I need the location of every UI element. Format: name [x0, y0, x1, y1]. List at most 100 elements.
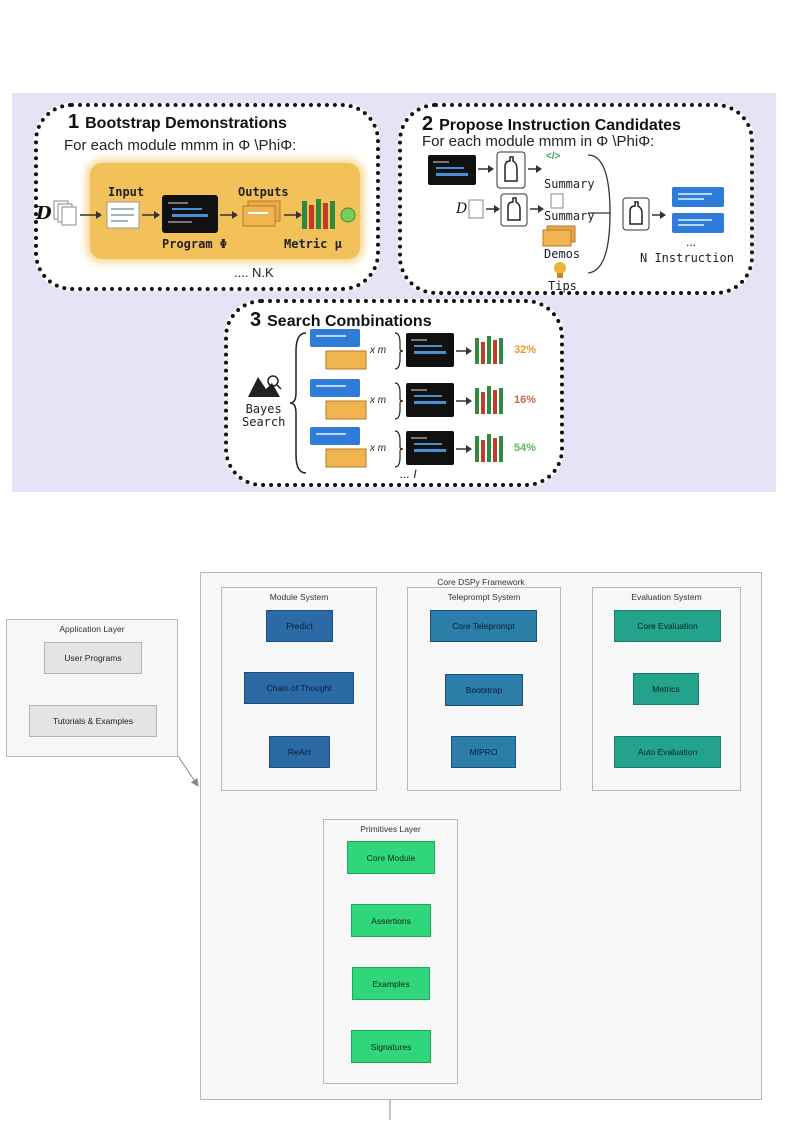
step3-title: 3 Search Combinations	[250, 309, 432, 332]
program-code-icon	[406, 431, 454, 465]
tips-label: Tips	[548, 279, 577, 293]
doc-icon	[468, 199, 484, 219]
evaluation-system-box: Evaluation System Core Evaluation Metric…	[592, 587, 741, 791]
teleprompt-system-box: Teleprompt System Core Teleprompt Bootst…	[407, 587, 561, 791]
arrow-icon	[456, 445, 472, 453]
evaluation-system-title: Evaluation System	[631, 592, 702, 602]
summary-label-1: Summary	[544, 177, 595, 191]
step3-number: 3	[250, 309, 262, 331]
metric-bars-icon	[302, 199, 356, 229]
code-glyph: </>	[546, 151, 561, 162]
program-label: Program Φ	[162, 237, 228, 251]
node-chain-of-thought[interactable]: Chain of Thought	[244, 672, 354, 704]
metric-label: Metric μ	[284, 237, 342, 251]
node-core-evaluation[interactable]: Core Evaluation	[614, 610, 721, 642]
arrow-icon	[652, 211, 666, 219]
dataset-docs-icon	[53, 200, 77, 226]
input-label: Input	[108, 185, 145, 199]
brace-icon	[289, 332, 307, 474]
step1-title-text: Bootstrap Demonstrations	[85, 115, 287, 132]
step1-footer: .... N.K	[234, 265, 274, 280]
node-react[interactable]: ReAct	[269, 736, 330, 768]
input-document-icon	[106, 201, 140, 229]
node-bootstrap[interactable]: Bootstrap	[445, 674, 523, 706]
step1-number: 1	[68, 111, 80, 133]
bayes-search-label: Bayes Search	[242, 402, 286, 429]
node-user-programs[interactable]: User Programs	[44, 642, 142, 674]
outputs-label: Outputs	[238, 185, 289, 199]
arrow-icon	[478, 165, 494, 173]
score-3: 54%	[514, 442, 537, 454]
metric-bars-icon	[475, 434, 503, 462]
node-metrics[interactable]: Metrics	[633, 673, 699, 705]
instruction-demo-pair-icon	[310, 379, 367, 420]
instruction-label: N Instruction	[640, 251, 734, 265]
arrow-icon	[142, 211, 160, 219]
brace-icon	[394, 332, 404, 370]
arrow-icon	[530, 205, 544, 213]
primitives-layer-title: Primitives Layer	[360, 824, 421, 834]
dataset-symbol: D	[36, 203, 52, 224]
step2-number: 2	[422, 113, 434, 135]
instruction-demo-pair-icon	[310, 329, 367, 370]
summary-label-2: Summary	[544, 209, 595, 223]
outputs-icon	[242, 200, 281, 227]
dataset-symbol-2: D	[456, 201, 468, 217]
arrow-icon	[528, 165, 542, 173]
llama-icon	[622, 197, 650, 231]
metric-bars-icon	[475, 336, 503, 364]
arrow-icon	[284, 211, 302, 219]
code-screen-icon	[428, 155, 476, 185]
step1-subtitle: For each module mmm in Φ \PhiΦ:	[64, 137, 297, 154]
module-system-box: Module System Predict Chain of Thought R…	[221, 587, 377, 791]
step1-box: 1 Bootstrap Demonstrations For each modul…	[34, 103, 380, 291]
primitives-layer-box: Primitives Layer Core Module Assertions …	[323, 819, 458, 1084]
metric-bars-icon	[475, 386, 503, 414]
node-auto-evaluation[interactable]: Auto Evaluation	[614, 736, 721, 768]
step2-box: 2 Propose Instruction Candidates For each…	[398, 103, 754, 295]
node-core-module[interactable]: Core Module	[347, 841, 435, 874]
doc-icon	[550, 193, 564, 209]
arrow-icon	[486, 205, 500, 213]
bracket-icon	[587, 154, 611, 274]
application-layer-title: Application Layer	[59, 624, 125, 634]
instruction-demo-pair-icon	[310, 427, 367, 468]
brace-icon	[394, 382, 404, 420]
demos-icon	[542, 225, 576, 247]
mipro-overview-panel: 1 Bootstrap Demonstrations For each modul…	[12, 93, 776, 492]
node-signatures[interactable]: Signatures	[351, 1030, 431, 1063]
candidates-dots: ...	[686, 235, 697, 249]
step2-title-text: Propose Instruction Candidates	[439, 117, 681, 134]
step1-title: 1 Bootstrap Demonstrations	[68, 111, 287, 134]
teleprompt-system-title: Teleprompt System	[447, 592, 521, 602]
step3-box: 3 Search Combinations Bayes Search x m	[224, 299, 564, 487]
llama-icon	[496, 151, 526, 189]
step3-title-text: Search Combinations	[267, 313, 432, 330]
step2-title: 2 Propose Instruction Candidates	[422, 113, 681, 136]
demos-label: Demos	[544, 247, 581, 261]
times-m-label: x m	[370, 345, 387, 356]
step2-subtitle: For each module mmm in Φ \PhiΦ:	[422, 133, 655, 150]
node-tutorials-examples[interactable]: Tutorials & Examples	[29, 705, 157, 737]
node-examples[interactable]: Examples	[352, 967, 430, 1000]
node-predict[interactable]: Predict	[266, 610, 333, 642]
program-code-icon	[406, 333, 454, 367]
brace-icon	[394, 430, 404, 468]
instruction-candidates-icon	[672, 187, 724, 233]
arrow-icon	[456, 347, 472, 355]
node-assertions[interactable]: Assertions	[351, 904, 431, 937]
node-mipro[interactable]: MIPRO	[451, 736, 516, 768]
times-m-label: x m	[370, 395, 387, 406]
bayes-search-icon	[248, 375, 282, 397]
llama-icon	[500, 193, 528, 227]
search-dots: ... I	[400, 467, 417, 481]
application-layer-box: Application Layer User Programs Tutorial…	[6, 619, 178, 757]
core-framework-title: Core DSPy Framework	[437, 577, 525, 587]
node-core-teleprompt[interactable]: Core Teleprompt	[430, 610, 537, 642]
score-1: 32%	[514, 344, 537, 356]
arrow-icon	[220, 211, 238, 219]
arrow-icon	[80, 211, 102, 219]
program-code-icon	[406, 383, 454, 417]
program-code-icon	[162, 195, 218, 233]
arrow-icon	[456, 397, 472, 405]
